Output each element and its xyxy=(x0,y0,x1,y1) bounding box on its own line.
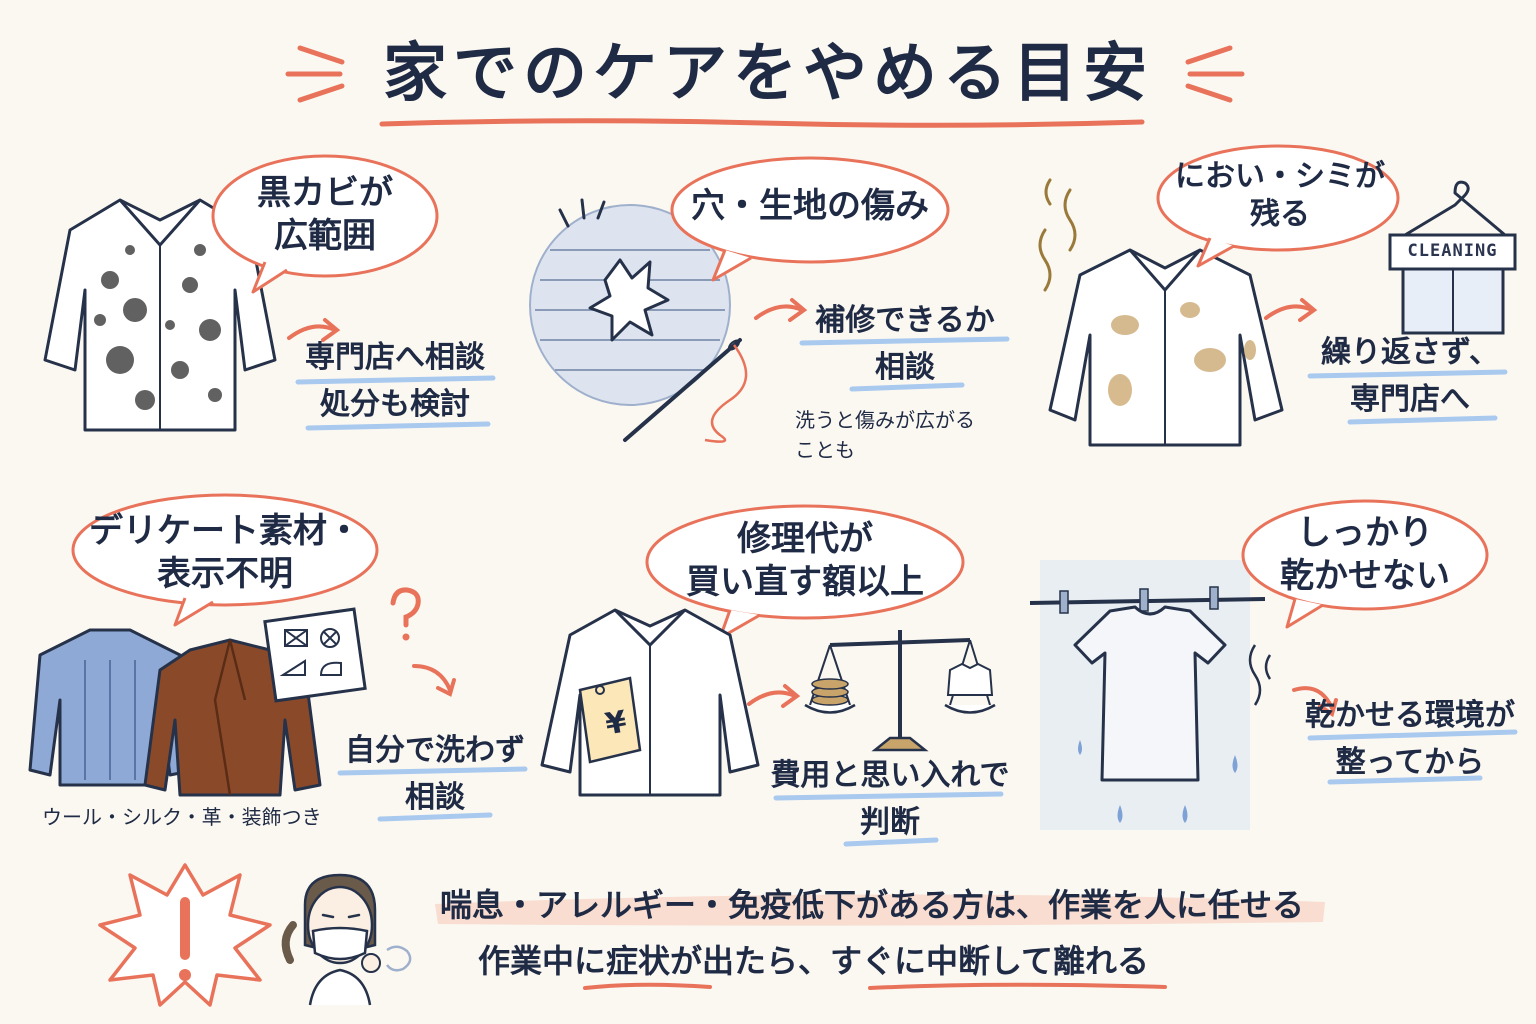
bubble-drying-line1: しっかり xyxy=(1297,513,1433,553)
scale-icon xyxy=(804,630,996,752)
arrow-right-icon xyxy=(287,318,341,342)
subnote-damage-line2: ことも xyxy=(795,438,855,462)
bubble-delicate xyxy=(71,493,379,627)
bubble-damage xyxy=(670,156,950,282)
title-underline xyxy=(379,118,1145,128)
price-tag-yen: ¥ xyxy=(602,704,630,743)
odor-waves-icon xyxy=(1038,178,1077,292)
arrow-right-icon xyxy=(747,684,801,708)
warning-line2: 作業中に症状が出たら、すぐに中断して離れる xyxy=(478,942,1150,980)
care-label-icon xyxy=(263,607,367,703)
cleaning-sign-text: CLEANING xyxy=(1407,241,1498,261)
cleaning-shop-icon xyxy=(1388,180,1517,335)
bubble-repair-line2: 買い直す額以上 xyxy=(686,561,924,602)
advice-drying-line1: 乾かせる環境が xyxy=(1305,698,1515,733)
advice-delicate-underline xyxy=(337,766,528,822)
advice-stain-underline xyxy=(1307,369,1508,425)
warning-burst-icon xyxy=(98,863,272,1007)
advice-delicate-line2: 相談 xyxy=(405,779,465,815)
bubble-drying-line2: 乾かせない xyxy=(1280,555,1450,596)
advice-stain-line2: 専門店へ xyxy=(1350,381,1470,417)
title-accent-left-icon xyxy=(285,45,345,103)
advice-mold-underline xyxy=(295,375,496,431)
wet-tshirt-icon xyxy=(1029,560,1272,830)
moldy-shirt-icon xyxy=(43,198,277,432)
advice-repair-underline xyxy=(773,791,1004,847)
arrow-right-icon xyxy=(754,298,808,322)
bubble-delicate-line2: 表示不明 xyxy=(157,553,293,594)
bubble-stain xyxy=(1156,144,1400,268)
advice-delicate-line1: 自分で洗わず xyxy=(345,733,525,768)
page-title: 家でのケアをやめる目安 xyxy=(383,37,1153,111)
advice-mold-line2: 処分も検討 xyxy=(320,386,470,422)
stained-shirt-icon xyxy=(1048,248,1284,447)
bubble-delicate-line1: デリケート素材・ xyxy=(89,511,361,551)
subnote-delicate: ウール・シルク・革・装飾つき xyxy=(42,805,322,829)
advice-stain-line1: 繰り返さず、 xyxy=(1321,335,1499,370)
subnote-damage-line1: 洗うと傷みが広がる xyxy=(795,408,975,432)
person-with-mask-icon xyxy=(281,873,412,1006)
bubble-drying xyxy=(1241,499,1489,629)
arrow-down-right-icon xyxy=(1292,686,1338,718)
arrow-right-icon xyxy=(1264,298,1318,322)
advice-repair-line2: 判断 xyxy=(860,804,920,840)
bubble-stain-line1: におい・シミが xyxy=(1175,159,1385,194)
arrow-down-right-icon xyxy=(412,664,456,697)
bubble-repair-line1: 修理代が xyxy=(737,519,873,559)
question-mark-icon xyxy=(390,587,421,641)
advice-damage-underline xyxy=(799,336,1010,392)
warning-line2-underline xyxy=(583,982,1167,990)
advice-drying-underline xyxy=(1307,729,1518,785)
advice-damage-line2: 相談 xyxy=(875,349,935,385)
advice-mold-line1: 専門店へ相談 xyxy=(305,340,485,375)
warning-line1: 喘息・アレルギー・免疫低下がある方は、作業を人に任せる xyxy=(440,886,1305,924)
bubble-mold-line1: 黒カビが xyxy=(257,173,393,213)
warning-line1-highlight xyxy=(435,894,1325,926)
torn-knit-icon xyxy=(529,198,748,443)
advice-repair-line1: 費用と思い入れで xyxy=(770,758,1010,793)
title-accent-right-icon xyxy=(1185,45,1245,103)
advice-damage-line1: 補修できるか xyxy=(815,303,995,338)
bubble-mold xyxy=(211,154,439,294)
advice-drying-line2: 整ってから xyxy=(1335,744,1485,780)
bubble-stain-line2: 残る xyxy=(1250,196,1310,232)
shirt-with-price-tag-icon xyxy=(540,608,760,797)
bubble-damage-line1: 穴・生地の傷み xyxy=(691,186,929,226)
bubble-mold-line2: 広範囲 xyxy=(274,215,376,256)
